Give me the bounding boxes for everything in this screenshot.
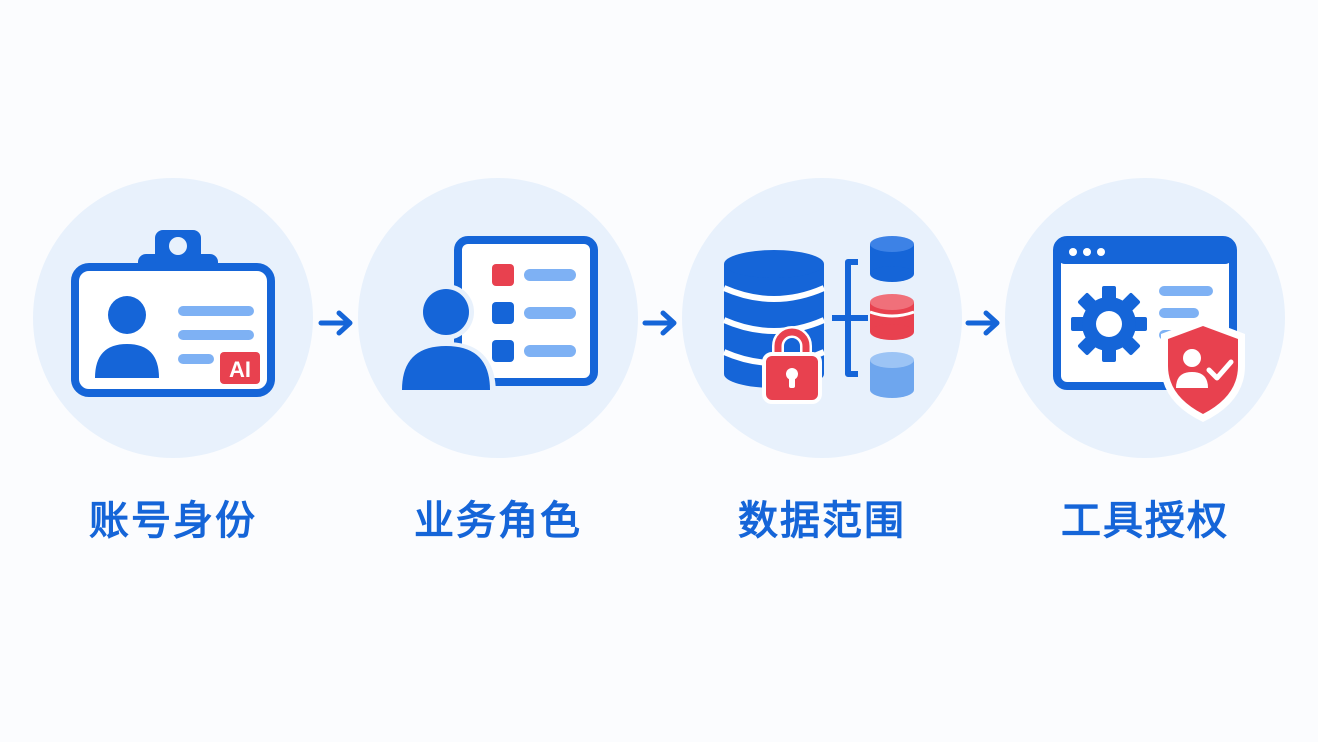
step-circle bbox=[1005, 178, 1285, 458]
step-circle bbox=[682, 178, 962, 458]
arrow-right-icon bbox=[964, 308, 1004, 338]
id-badge-icon: AI bbox=[71, 230, 275, 397]
gear-icon bbox=[1071, 286, 1147, 362]
step-label: 业务角色 bbox=[414, 498, 582, 544]
user-role-list-icon bbox=[396, 236, 598, 394]
tool-window-shield-icon bbox=[1053, 236, 1245, 422]
step-business-role: 业务角色 bbox=[358, 178, 638, 578]
step-data-scope: 数据范围 bbox=[682, 178, 962, 578]
arrow-right-icon bbox=[317, 308, 357, 338]
database-lock-icon bbox=[722, 236, 915, 404]
step-account-identity: AI 账号身份 bbox=[33, 178, 313, 578]
ai-badge-text: AI bbox=[229, 357, 251, 382]
step-label: 账号身份 bbox=[89, 498, 257, 544]
ai-badge bbox=[220, 352, 260, 384]
arrow-right-icon bbox=[641, 308, 681, 338]
step-circle bbox=[358, 178, 638, 458]
step-label: 数据范围 bbox=[738, 498, 906, 544]
step-tool-authorization: 工具授权 bbox=[1005, 178, 1285, 578]
shield-icon bbox=[1168, 326, 1238, 414]
step-label: 工具授权 bbox=[1061, 498, 1229, 544]
step-circle: AI bbox=[33, 178, 313, 458]
